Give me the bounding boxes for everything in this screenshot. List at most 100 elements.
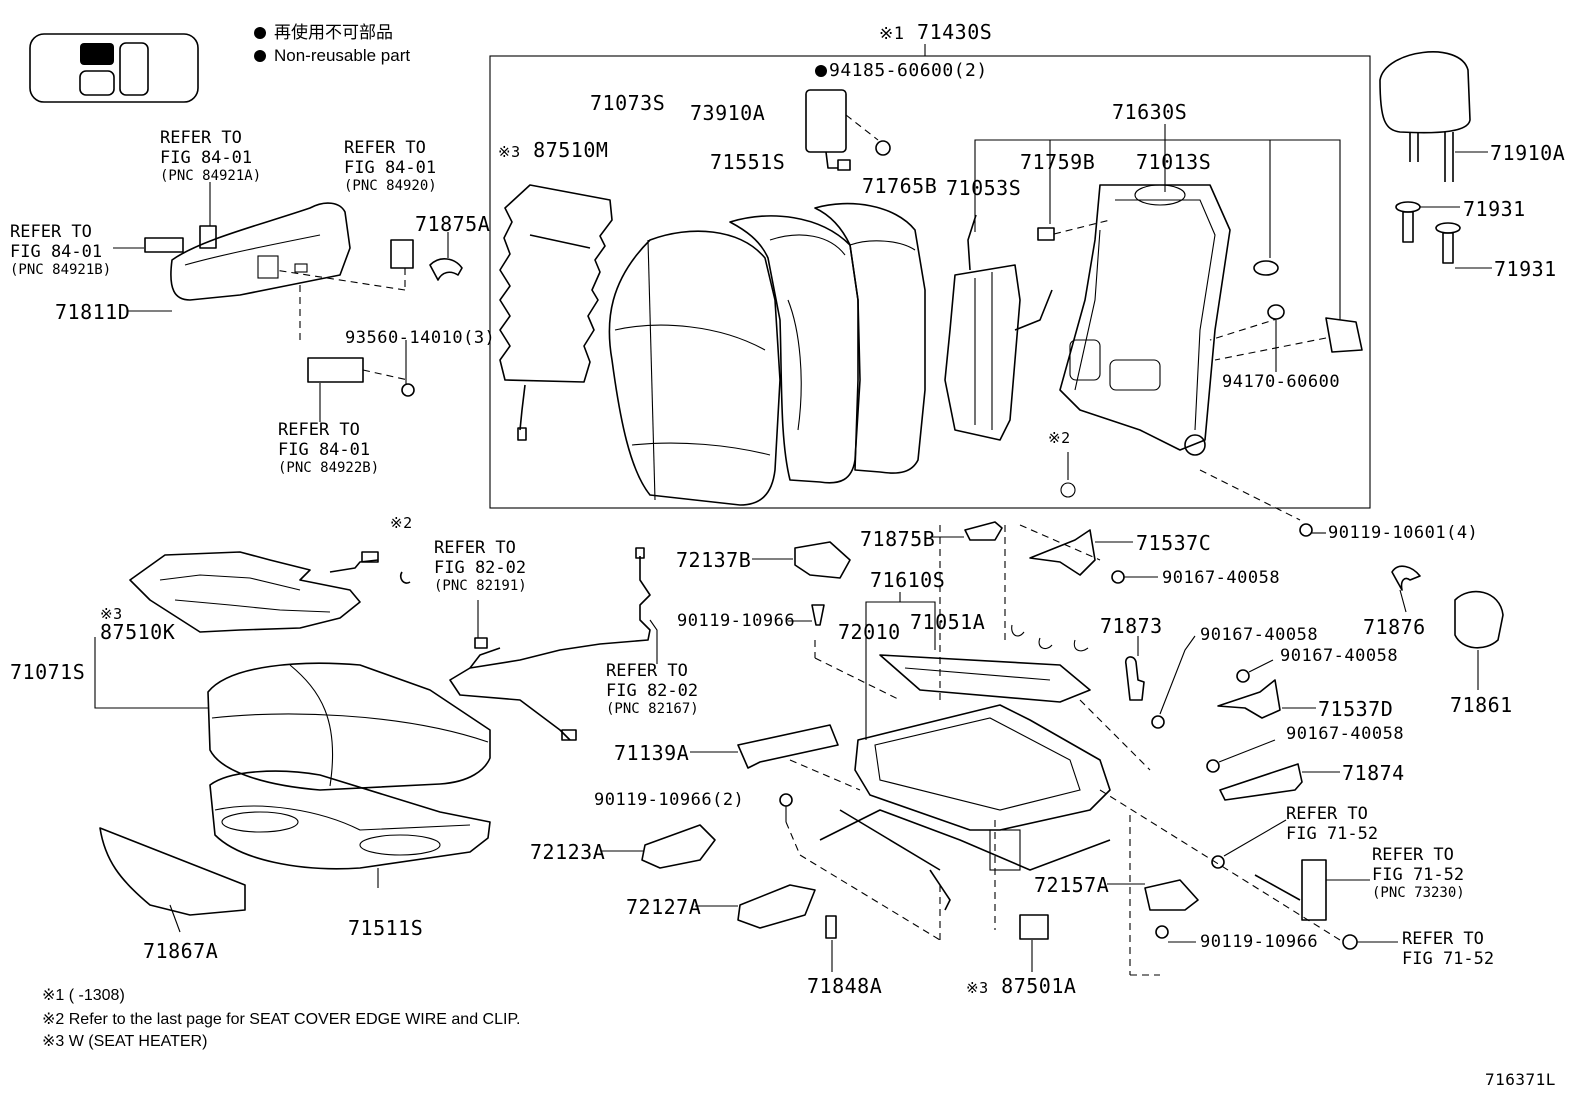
- label-71931-lower: 71931: [1494, 257, 1557, 281]
- refer-line-1: REFER TO: [434, 538, 516, 558]
- label-71848A: 71848A: [807, 974, 883, 998]
- footnote-2: ※2 Refer to the last page for SEAT COVER…: [42, 1011, 521, 1028]
- refer-line-2: FIG 71-52: [1372, 865, 1465, 886]
- headrest-support-shapes: [1395, 201, 1461, 264]
- refer-line-2: FIG 84-01: [10, 242, 103, 263]
- label-71874: 71874: [1342, 761, 1405, 785]
- refer-pnc: (PNC 82167): [606, 701, 699, 718]
- legend-text-jp: 再使用不可部品: [274, 23, 393, 42]
- label-73910A: 73910A: [690, 101, 766, 125]
- legend-text-en: Non-reusable part: [274, 46, 411, 65]
- non-reusable-dot-icon: [254, 27, 266, 39]
- refer-line-1: REFER TO: [1286, 804, 1368, 824]
- seatback-frame-shape: [1059, 184, 1231, 456]
- refer-to-82191[interactable]: REFER TO FIG 82-02 (PNC 82191): [434, 538, 527, 595]
- label-71910A: 71910A: [1490, 141, 1566, 165]
- refer-line-1: REFER TO: [160, 128, 242, 148]
- refer-line-2: FIG 82-02: [606, 681, 699, 702]
- label-71875A: 71875A: [415, 212, 491, 236]
- cushion-pad-shape: [209, 770, 491, 870]
- refer-line-2: FIG 71-52: [1286, 824, 1379, 845]
- refer-line-2: FIG 84-01: [160, 148, 253, 169]
- label-71861: 71861: [1450, 693, 1513, 717]
- label-71537D: 71537D: [1318, 697, 1394, 721]
- label-90167-a: 90167-40058: [1162, 568, 1281, 588]
- refer-to-82167[interactable]: REFER TO FIG 82-02 (PNC 82167): [606, 661, 699, 718]
- legend-line-2: Non-reusable part: [254, 47, 410, 64]
- refer-pnc: (PNC 84920): [344, 178, 437, 195]
- cushion-side-cover-shape: [99, 827, 246, 916]
- label-87510M-text: 87510M: [533, 138, 609, 162]
- refer-to-84921A[interactable]: REFER TO FIG 84-01 (PNC 84921A): [160, 128, 261, 185]
- headrest-shape: [1379, 51, 1471, 182]
- refer-to-73230[interactable]: REFER TO FIG 71-52 (PNC 73230): [1372, 845, 1465, 902]
- seatback-cover-shape: [608, 230, 781, 506]
- refer-pnc: (PNC 82191): [434, 578, 527, 595]
- label-71811D: 71811D: [55, 300, 131, 324]
- refer-line-2: FIG 84-01: [278, 440, 371, 461]
- refer-to-71-52-b[interactable]: REFER TO FIG 71-52: [1402, 929, 1494, 969]
- label-71139A: 71139A: [614, 741, 690, 765]
- label-71537C: 71537C: [1136, 531, 1212, 555]
- cushion-heater-shape: [129, 551, 379, 633]
- label-71873: 71873: [1100, 614, 1163, 638]
- refer-line-1: REFER TO: [1372, 845, 1454, 865]
- assembly-number: 71430S: [917, 20, 993, 44]
- refer-to-84921B[interactable]: REFER TO FIG 84-01 (PNC 84921B): [10, 222, 111, 279]
- refer-pnc: (PNC 84921A): [160, 168, 262, 185]
- label-94170: 94170-60600: [1222, 372, 1341, 392]
- label-87510K-text: 87510K: [100, 620, 176, 644]
- seatback-assembly-frame: [489, 55, 1371, 509]
- label-87510M: ※3 87510M: [498, 140, 608, 160]
- seatback-pad-b-shape: [814, 202, 926, 474]
- refer-pnc: (PNC 84921B): [10, 262, 112, 279]
- label-90119-b: 90119-10966: [1200, 932, 1319, 952]
- seat-position-icon: [29, 33, 199, 103]
- refer-line-1: REFER TO: [10, 222, 92, 242]
- label-72010: 72010: [838, 620, 901, 644]
- label-90119-10601: 90119-10601(4): [1328, 523, 1479, 543]
- label-90167-d: 90167-40058: [1286, 724, 1405, 744]
- label-71013S: 71013S: [1136, 150, 1212, 174]
- heater-marker: ※3: [498, 143, 521, 161]
- label-72127A: 72127A: [626, 895, 702, 919]
- label-90119-10966-2: 90119-10966(2): [594, 790, 745, 810]
- refer-line-2: FIG 84-01: [344, 158, 437, 179]
- lumbar-assy-shape: [944, 214, 1053, 441]
- module-73910A-shape: [805, 89, 879, 171]
- refer-line-1: REFER TO: [278, 420, 360, 440]
- label-90167-c: 90167-40058: [1280, 646, 1399, 666]
- label-71073S: 71073S: [590, 91, 666, 115]
- label-72157A: 72157A: [1034, 873, 1110, 897]
- label-94185: 94185-60600(2): [815, 62, 988, 80]
- assembly-marker: ※1: [879, 24, 905, 44]
- refer-to-84922B[interactable]: REFER TO FIG 84-01 (PNC 84922B): [278, 420, 379, 477]
- label-71610S: 71610S: [870, 568, 946, 592]
- mark2-left: ※2: [390, 514, 413, 532]
- refer-to-84920[interactable]: REFER TO FIG 84-01 (PNC 84920): [344, 138, 437, 195]
- label-71630S: 71630S: [1112, 100, 1188, 124]
- label-94185-text: 94185-60600(2): [829, 60, 988, 81]
- seat-frame-shape: [819, 704, 1111, 911]
- label-71867A: 71867A: [143, 939, 219, 963]
- non-reusable-dot-icon: [815, 65, 827, 77]
- assembly-header: ※1 71430S: [879, 22, 992, 43]
- legend-line-1: 再使用不可部品: [254, 24, 393, 41]
- refer-line-1: REFER TO: [1402, 929, 1484, 949]
- label-93560: 93560-14010(3): [345, 328, 496, 348]
- heater-marker: ※3: [966, 979, 989, 997]
- refer-pnc: (PNC 84922B): [278, 460, 380, 477]
- refer-to-71-52-a[interactable]: REFER TO FIG 71-52: [1286, 804, 1378, 844]
- label-71876: 71876: [1363, 615, 1426, 639]
- heater-marker: ※3: [100, 605, 123, 623]
- label-71511S: 71511S: [348, 916, 424, 940]
- label-71931-upper: 71931: [1463, 197, 1526, 221]
- seatback-pad-shape: [729, 215, 861, 484]
- wire-harness-shape: [449, 547, 651, 741]
- label-87501A-text: 87501A: [1001, 974, 1077, 998]
- footnote-1: ※1 ( -1308): [42, 987, 125, 1004]
- refer-line-1: REFER TO: [344, 138, 426, 158]
- cushion-cover-shape: [207, 662, 491, 791]
